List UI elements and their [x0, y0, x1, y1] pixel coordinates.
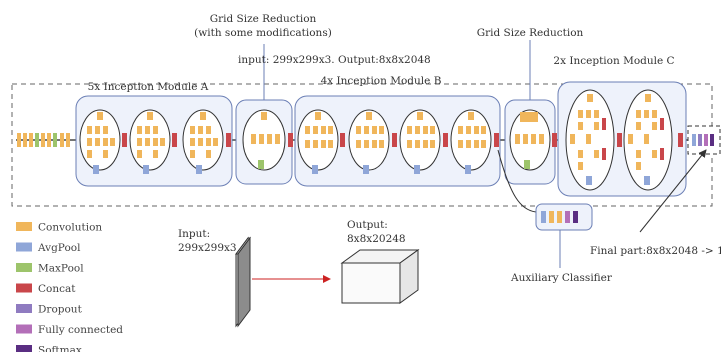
- output-dims: 8x8x20248: [347, 233, 406, 245]
- grid-reduction-2-module: [509, 109, 551, 171]
- legend-label-4: Dropout: [38, 304, 83, 316]
- aux-connector: [497, 149, 537, 213]
- legend-label-5: Fully connected: [38, 324, 123, 336]
- legend-swatch-4: [16, 304, 32, 313]
- final-fc: [704, 134, 708, 146]
- inception-b-module-3: [399, 109, 441, 174]
- grid-reduction-1-module: [242, 109, 286, 171]
- legend-label-6: Softmax: [38, 345, 82, 352]
- grid-reduction-1-subtitle: (with some modifications): [194, 27, 332, 39]
- io-note: input: 299x299x3. Output:8x8x2048: [238, 54, 431, 66]
- final-avgpool: [692, 134, 696, 146]
- grid-reduction-2-title: Grid Size Reduction: [477, 27, 584, 39]
- final-part-label: Final part:8x8x2048 -> 1001: [590, 245, 721, 257]
- stem-layers: [17, 133, 70, 147]
- concat-c2: [678, 133, 683, 147]
- input-label: Input:: [178, 228, 210, 240]
- final-softmax: [710, 134, 714, 146]
- inception-a-module-1: [79, 109, 121, 174]
- output-label: Output:: [347, 219, 388, 231]
- aux-softmax: [573, 211, 578, 223]
- concat-a3: [226, 133, 231, 147]
- inception-a-module-3: [182, 109, 224, 174]
- aux-conv-1: [549, 211, 554, 223]
- output-tensor-shape: [340, 249, 420, 304]
- final-dropout: [698, 134, 702, 146]
- legend-swatch-2: [16, 263, 32, 272]
- concat-b2: [392, 133, 397, 147]
- inception-a-module-2: [129, 109, 171, 174]
- inception-b-module-2: [348, 109, 390, 174]
- legend-swatch-0: [16, 222, 32, 231]
- inception-b-module-1: [297, 109, 339, 174]
- legend-swatch-1: [16, 242, 32, 252]
- inception-b-group: [294, 95, 501, 187]
- concat-a1: [122, 133, 127, 147]
- grid-reduction-1-title: Grid Size Reduction: [210, 13, 317, 25]
- legend-label-0: Convolution: [38, 222, 102, 234]
- concat-b3: [443, 133, 448, 147]
- final-part-leader: [639, 149, 707, 233]
- input-tensor-shape: [235, 236, 251, 328]
- aux-fc: [565, 211, 570, 223]
- legend-swatch-3: [16, 283, 32, 293]
- legend-swatch-5: [16, 324, 32, 334]
- concat-a2: [172, 133, 177, 147]
- concat-r1: [288, 133, 293, 147]
- inception-c-module-1: [565, 89, 615, 191]
- concat-c1: [617, 133, 622, 147]
- legend-swatch-6: [16, 345, 32, 352]
- concat-r2: [552, 133, 557, 147]
- legend-label-1: AvgPool: [37, 242, 81, 254]
- inception-c-module-2: [623, 89, 673, 191]
- input-dims: 299x299x3: [178, 242, 237, 254]
- inception-a-title: 5x Inception Module A: [88, 81, 209, 93]
- auxiliary-label: Auxiliary Classifier: [510, 272, 613, 284]
- concat-b4: [494, 133, 499, 147]
- concat-b1: [340, 133, 345, 147]
- inception-c-title: 2x Inception Module C: [553, 55, 674, 67]
- legend-label-2: MaxPool: [38, 263, 84, 275]
- aux-classifier-box: [535, 203, 593, 231]
- aux-conv-2: [557, 211, 562, 223]
- legend: ConvolutionAvgPoolMaxPoolConcatDropoutFu…: [16, 222, 123, 352]
- inception-b-module-4: [450, 109, 492, 174]
- inception-b-title: 4x Inception Module B: [321, 75, 442, 87]
- aux-avgpool: [541, 211, 546, 223]
- legend-label-3: Concat: [38, 283, 76, 295]
